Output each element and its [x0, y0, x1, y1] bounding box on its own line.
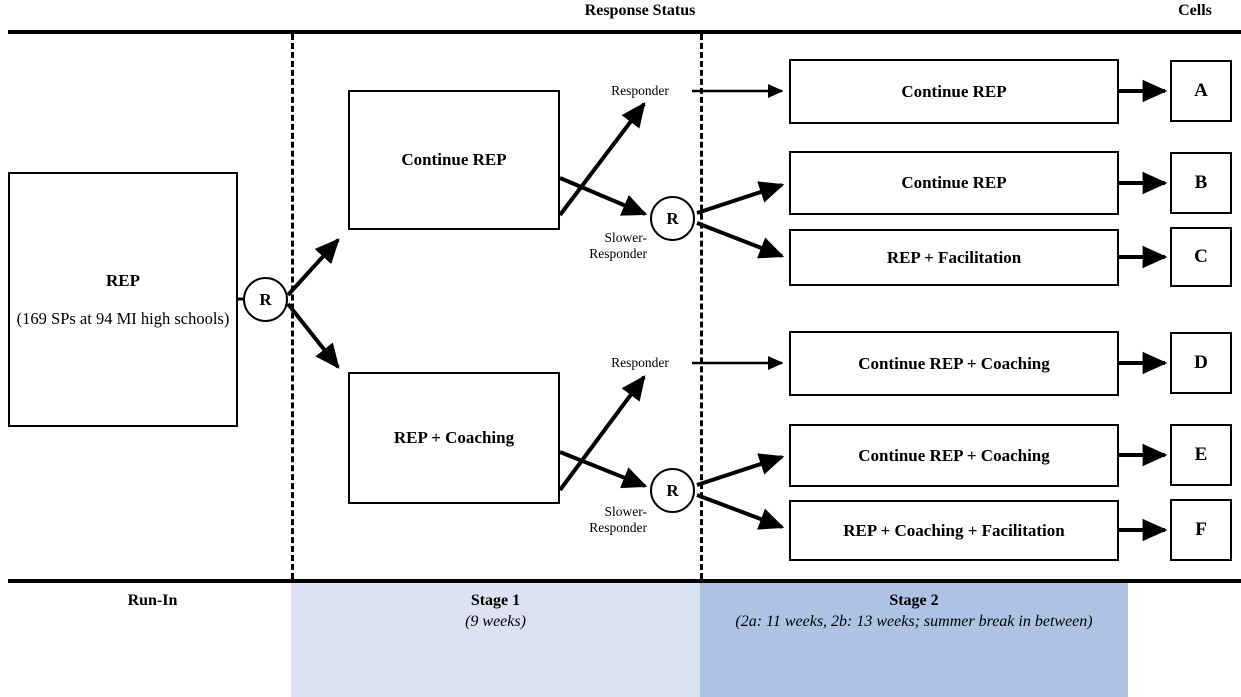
header-response-status: Response Status	[584, 2, 696, 19]
slower-line-2: Responder	[589, 520, 647, 535]
response-label-slower-responder-top: Slower- Responder	[575, 230, 647, 262]
cell-label: F	[1195, 519, 1207, 540]
cell-b[interactable]: B	[1170, 152, 1232, 214]
band-title-stage-1: Stage 1	[470, 592, 521, 609]
cell-f[interactable]: F	[1170, 499, 1232, 561]
stage1-label: REP + Coaching	[393, 428, 515, 447]
stage2-label: REP + Coaching + Facilitation	[843, 520, 1065, 540]
stage1-label: Continue REP	[401, 150, 507, 169]
response-label-responder-top: Responder	[597, 83, 683, 99]
header-cells: Cells	[1178, 2, 1212, 19]
band-label-stage-2: Stage 2 (2a: 11 weeks, 2b: 13 weeks; sum…	[704, 590, 1124, 632]
stage2-box-b[interactable]: Continue REP	[789, 151, 1119, 215]
stage2-box-f[interactable]: REP + Coaching + Facilitation	[789, 500, 1119, 561]
cell-label: E	[1194, 444, 1208, 465]
cell-e[interactable]: E	[1170, 424, 1232, 486]
run-in-detail: (169 SPs at 94 MI high schools)	[16, 309, 230, 328]
randomization-circle-1[interactable]: R	[243, 277, 288, 322]
band-stage-1	[291, 583, 700, 697]
band-subtitle-stage-2: (2a: 11 weeks, 2b: 13 weeks; summer brea…	[735, 613, 1093, 630]
band-title-stage-2: Stage 2	[889, 592, 939, 609]
stage2-box-d[interactable]: Continue REP + Coaching	[789, 331, 1119, 396]
randomization-symbol: R	[666, 208, 679, 228]
response-label-slower-responder-bottom: Slower- Responder	[575, 504, 647, 536]
cell-c[interactable]: C	[1170, 227, 1232, 287]
stage2-box-a[interactable]: Continue REP	[789, 59, 1119, 124]
stage2-label: Continue REP + Coaching	[858, 353, 1050, 373]
bottom-rule	[8, 579, 1241, 583]
stage-divider-1	[291, 34, 294, 579]
randomization-circle-3[interactable]: R	[650, 468, 695, 513]
randomization-symbol: R	[259, 289, 272, 309]
response-label-responder-bottom: Responder	[597, 355, 683, 371]
stage2-label: Continue REP	[901, 173, 1007, 192]
cell-label: D	[1194, 352, 1208, 373]
stage1-box-rep-coaching[interactable]: REP + Coaching	[348, 372, 560, 504]
stage2-box-c[interactable]: REP + Facilitation	[789, 229, 1119, 286]
band-label-stage-1: Stage 1 (9 weeks)	[291, 590, 700, 632]
cell-label: B	[1194, 172, 1208, 193]
cell-d[interactable]: D	[1170, 332, 1232, 394]
stage-divider-2	[700, 34, 703, 579]
stage1-box-continue-rep[interactable]: Continue REP	[348, 90, 560, 230]
stage2-label: REP + Facilitation	[886, 247, 1022, 267]
stage2-label: Continue REP + Coaching	[858, 445, 1050, 465]
band-title-run-in: Run-In	[127, 592, 178, 609]
randomization-circle-2[interactable]: R	[650, 196, 695, 241]
band-label-run-in: Run-In	[20, 590, 285, 611]
stage2-label: Continue REP	[901, 81, 1007, 101]
band-subtitle-stage-1: (9 weeks)	[465, 613, 526, 630]
slower-line-1: Slower-	[604, 230, 647, 245]
randomization-symbol: R	[666, 480, 679, 500]
run-in-box[interactable]: REP (169 SPs at 94 MI high schools)	[8, 172, 238, 427]
top-rule	[8, 30, 1241, 34]
cell-label: C	[1194, 246, 1208, 267]
cell-a[interactable]: A	[1170, 60, 1232, 122]
band-stage-2	[700, 583, 1128, 697]
run-in-title: REP	[106, 271, 140, 290]
stage2-box-e[interactable]: Continue REP + Coaching	[789, 424, 1119, 487]
slower-line-2: Responder	[589, 246, 647, 261]
slower-line-1: Slower-	[604, 504, 647, 519]
cell-label: A	[1194, 80, 1208, 101]
